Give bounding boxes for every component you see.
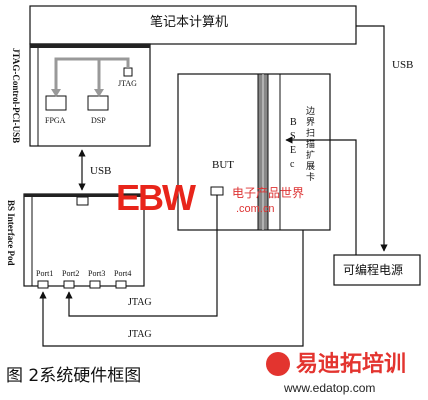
port4-socket (115, 280, 127, 289)
interface-pod-box (23, 193, 145, 287)
jtag-line-1 (65, 195, 218, 317)
port1-label: Port1 (36, 269, 54, 278)
port2-label: Port2 (62, 269, 80, 278)
but-connector (210, 186, 224, 196)
port2-socket (63, 280, 75, 289)
jtag-line1-label: JTAG (128, 297, 152, 308)
port4-label: Port4 (114, 269, 132, 278)
dsp-label: DSP (91, 116, 106, 125)
but-box (177, 73, 331, 231)
bse-letter-c: c (290, 159, 295, 170)
port1-socket (37, 280, 49, 289)
scan-card-label: 边界扫描扩展卡 (304, 106, 314, 183)
usb-right-label: USB (392, 59, 414, 71)
pod-usb-port (76, 196, 89, 206)
ebw-cn-name: 电子产品世界 (232, 186, 305, 200)
port3-socket (89, 280, 101, 289)
but-label: BUT (212, 159, 234, 171)
ebw-url: .com.cn (236, 203, 275, 215)
edatop-logo-icon (266, 352, 290, 376)
power-to-scan-card-link (285, 136, 357, 255)
pod-top-bar (24, 194, 144, 197)
bse-letter-s: S (290, 131, 296, 142)
edatop-cn-name: 易迪拓培训 (296, 352, 407, 377)
card-top-bar (30, 44, 150, 48)
jtag-chip-label: JTAG (118, 79, 137, 88)
bus-arrow-fpga (51, 89, 61, 97)
ebw-logo: EBW (116, 177, 196, 218)
laptop-box (29, 5, 357, 45)
bse-letter-b: B (290, 117, 297, 128)
usb-link-right (356, 25, 388, 252)
jtag-line2-label: JTAG (128, 329, 152, 340)
power-box (333, 254, 421, 286)
power-label: 可编程电源 (343, 263, 404, 277)
port-sockets (37, 280, 127, 289)
jtag-chip-box (123, 67, 133, 77)
control-card-box (29, 43, 151, 147)
jtag-line-2 (39, 230, 304, 347)
laptop-label: 笔记本计算机 (150, 15, 229, 30)
control-card-label: JTAG-Control-PCI-USB (11, 48, 21, 144)
internal-bus (54, 57, 130, 92)
figure-caption: 图 2系统硬件框图 (6, 366, 142, 386)
bus-arrow-dsp (94, 89, 104, 97)
usb-left-label: USB (90, 165, 112, 177)
fpga-box (45, 95, 67, 111)
interface-pod-label: BS Interface Pod (6, 200, 16, 266)
dsp-box (87, 95, 109, 111)
bse-letter-e: E (290, 145, 297, 156)
port3-label: Port3 (88, 269, 106, 278)
edatop-url: www.edatop.com (284, 381, 376, 395)
fpga-label: FPGA (45, 116, 66, 125)
